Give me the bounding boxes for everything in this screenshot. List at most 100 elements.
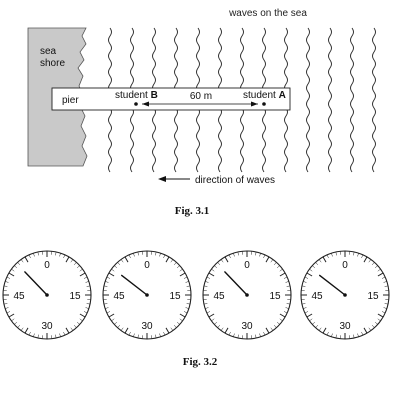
dial-tick [33, 253, 35, 257]
dial-tick [353, 251, 355, 256]
dial-tick [303, 307, 307, 309]
fig-3-1-caption: Fig. 3.1 [175, 205, 210, 217]
dial-tick [377, 318, 381, 322]
dial-tick [331, 253, 333, 257]
dial-tick [117, 324, 121, 328]
dial-tick [120, 327, 124, 331]
dial-tick [361, 331, 364, 336]
dial-tick [185, 307, 189, 309]
dial-tick [203, 285, 208, 287]
dial-tick [371, 262, 375, 266]
wave-line [306, 27, 310, 173]
dial-tick [228, 331, 231, 336]
dial-tick [59, 253, 61, 257]
dial-tick [279, 272, 286, 277]
dial-tick [309, 318, 313, 322]
dial-tick [206, 311, 211, 314]
dial-tick [205, 281, 209, 283]
dial-tick [17, 262, 21, 266]
waves-header: waves on the sea [228, 8, 307, 19]
dial-tick [208, 272, 215, 277]
dial-tick [224, 256, 229, 263]
dial-tick [312, 265, 316, 269]
dial-tick [322, 327, 327, 334]
dial-tick [384, 303, 389, 305]
dial-tick [170, 259, 174, 263]
distance-label: 60 m [190, 91, 212, 102]
sea-shore-label-line2: shore [40, 58, 65, 69]
dial-tick [301, 285, 306, 287]
dial-tick [233, 333, 235, 337]
dial-hand [224, 271, 248, 296]
dial-tick [304, 311, 309, 314]
dial-hub [45, 293, 49, 297]
dial-label-0: 0 [244, 260, 250, 271]
dial-tick [353, 334, 355, 339]
dial-tick [361, 254, 364, 259]
dial-tick [137, 334, 139, 339]
dial-hand [319, 274, 346, 296]
dial-tick [5, 307, 9, 309]
dial-tick [237, 334, 239, 339]
dial-tick [83, 276, 88, 279]
dial-label-0: 0 [144, 260, 150, 271]
dial-tick [20, 259, 24, 263]
dial-label-45: 45 [311, 291, 323, 302]
dial-tick [173, 262, 177, 266]
dial-tick [85, 307, 89, 309]
dial-tick [114, 265, 118, 269]
dial-tick [55, 334, 57, 339]
dial-tick [55, 251, 57, 256]
dial-tick [65, 256, 70, 263]
dial-tick [326, 331, 329, 336]
dial-tick [124, 256, 129, 263]
figure-3-1: waves on the sea sea shore pier student … [27, 8, 376, 217]
dial-tick [331, 333, 333, 337]
dial-tick [285, 281, 289, 283]
dial-tick [322, 256, 327, 263]
pier [51, 87, 291, 111]
dial-tick [63, 254, 66, 259]
dial-tick [33, 333, 35, 337]
dial-tick [206, 276, 211, 279]
dial-tick [276, 265, 280, 269]
dial-hub [245, 293, 249, 297]
dial-tick [263, 254, 266, 259]
dial-tick [106, 311, 111, 314]
dial-tick [203, 303, 208, 305]
dial-tick [11, 268, 15, 272]
dial-tick [24, 256, 29, 263]
dial-tick [85, 281, 89, 283]
dial-tick [105, 281, 109, 283]
dial-tick [214, 265, 218, 269]
dial-tick [279, 313, 286, 318]
dial-label-15: 15 [367, 291, 379, 302]
dial-tick [70, 259, 74, 263]
dial-tick [374, 321, 378, 325]
dial-tick [73, 262, 77, 266]
dial-tick [371, 324, 375, 328]
dial-tick [273, 262, 277, 266]
dial-tick [103, 285, 108, 287]
dial-tick [255, 251, 257, 256]
dial-label-30: 30 [141, 321, 153, 332]
dial-tick [79, 272, 86, 277]
dial-tick [79, 268, 83, 272]
dial-tick [20, 327, 24, 331]
dial-tick [186, 303, 191, 305]
dial-tick [381, 276, 386, 279]
dial-tick [315, 262, 319, 266]
dial-tick [270, 327, 274, 331]
dial-tick [5, 281, 9, 283]
distance-arrowhead-left [142, 101, 149, 107]
dial-tick [86, 285, 91, 287]
dial-tick [165, 327, 170, 334]
dial-tick [304, 276, 309, 279]
dial-tick [381, 311, 386, 314]
student-a-label: student A [243, 90, 286, 101]
dial-tick [306, 272, 313, 277]
